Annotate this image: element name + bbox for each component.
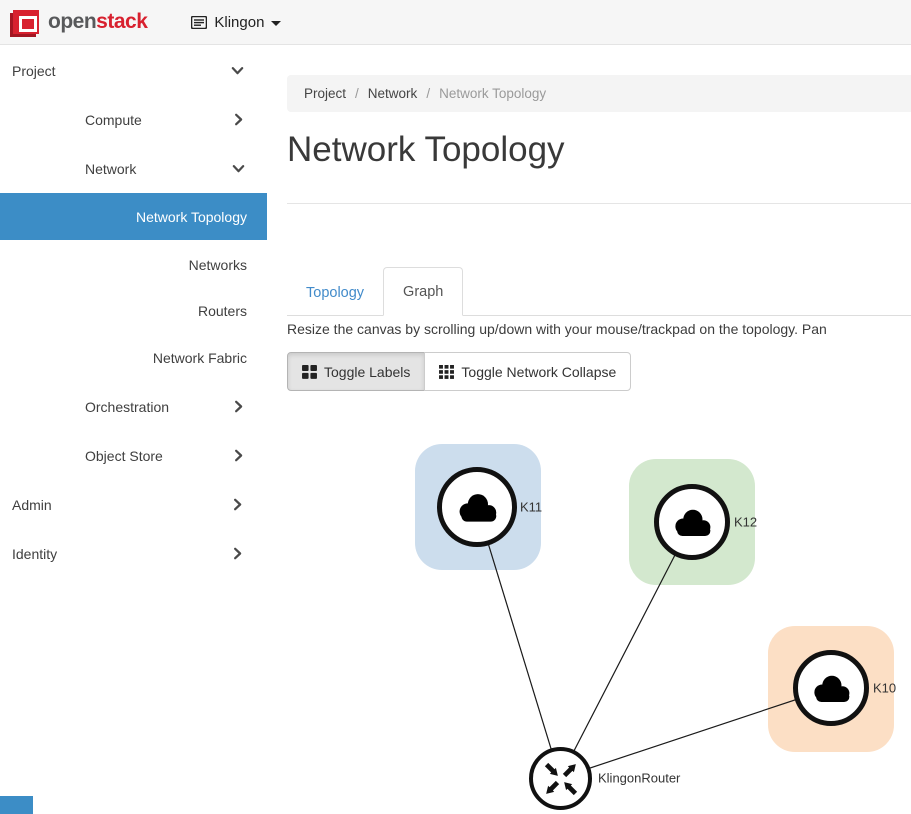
sidebar-item-orchestration[interactable]: Orchestration <box>0 383 267 430</box>
breadcrumb-project[interactable]: Project <box>304 86 347 101</box>
chevron-right-icon <box>235 113 243 126</box>
node-label-k10: K10 <box>873 680 897 696</box>
sidebar: Project Compute Network Network Topology… <box>0 45 267 814</box>
project-switcher-dropdown[interactable]: Klingon <box>191 13 282 31</box>
breadcrumb-network[interactable]: Network <box>367 86 418 101</box>
th-grid-icon <box>439 364 455 379</box>
cloud-icon <box>814 675 850 702</box>
chevron-right-icon <box>235 400 243 413</box>
sidebar-item-network[interactable]: Network <box>0 145 267 192</box>
th-large-icon <box>302 364 317 379</box>
top-header: openstack Klingon <box>0 0 911 45</box>
chevron-right-icon <box>235 449 243 462</box>
page-title: Network Topology <box>287 130 565 169</box>
project-card-icon <box>191 15 208 29</box>
breadcrumb-current: Network Topology <box>439 86 547 101</box>
tab-topology[interactable]: Topology <box>306 285 365 301</box>
sidebar-item-admin[interactable]: Admin <box>0 481 267 528</box>
node-label-k12: K12 <box>734 514 758 530</box>
caret-down-icon <box>271 20 282 26</box>
sidebar-item-network-topology[interactable]: Network Topology <box>0 193 267 240</box>
title-divider <box>287 203 911 204</box>
cloud-icon <box>675 509 711 536</box>
sidebar-item-object-store[interactable]: Object Store <box>0 432 267 479</box>
chevron-right-icon <box>234 498 242 511</box>
main-content: Project / Network / Network Topology Net… <box>267 45 911 814</box>
chevron-down-icon <box>231 67 244 75</box>
breadcrumb: Project / Network / Network Topology <box>287 75 911 112</box>
openstack-logo-icon <box>13 10 39 34</box>
openstack-logo[interactable]: openstack <box>0 10 148 34</box>
breadcrumb-separator: / <box>426 86 431 101</box>
network-node-k11[interactable] <box>437 467 517 547</box>
sidebar-item-identity[interactable]: Identity <box>0 530 267 577</box>
sidebar-item-networks[interactable]: Networks <box>188 256 247 273</box>
chevron-right-icon <box>234 547 242 560</box>
sidebar-item-project[interactable]: Project <box>0 47 267 94</box>
chevron-down-icon <box>232 165 245 173</box>
breadcrumb-separator: / <box>355 86 359 101</box>
sidebar-item-network-fabric[interactable]: Network Fabric <box>152 349 247 366</box>
node-label-k11: K11 <box>520 499 543 515</box>
network-node-k10[interactable] <box>793 650 869 726</box>
project-switcher-label: Klingon <box>214 13 265 31</box>
canvas-help-text: Resize the canvas by scrolling up/down w… <box>287 321 827 337</box>
sidebar-bottom-accent <box>0 796 33 814</box>
toggle-labels-button[interactable]: Toggle Labels <box>287 352 426 391</box>
tab-bar: Topology Graph <box>287 267 911 316</box>
router-arrows-icon <box>544 762 577 795</box>
router-node-klingonrouter[interactable] <box>529 747 592 810</box>
sidebar-item-routers[interactable]: Routers <box>197 302 247 319</box>
node-label-klingonrouter: KlingonRouter <box>598 770 681 786</box>
network-node-k12[interactable] <box>654 484 730 560</box>
tab-graph[interactable]: Graph <box>383 267 464 316</box>
toggle-network-collapse-button[interactable]: Toggle Network Collapse <box>424 352 632 391</box>
toggle-labels-label: Toggle Labels <box>324 363 411 380</box>
openstack-wordmark: openstack <box>48 10 148 33</box>
topology-graph: K11 K12 K10 <box>267 45 911 814</box>
cloud-icon <box>459 494 497 522</box>
graph-toolbar: Toggle Labels Toggle Network Collapse <box>287 352 632 391</box>
toggle-network-collapse-label: Toggle Network Collapse <box>461 363 617 380</box>
sidebar-item-compute[interactable]: Compute <box>0 96 267 143</box>
